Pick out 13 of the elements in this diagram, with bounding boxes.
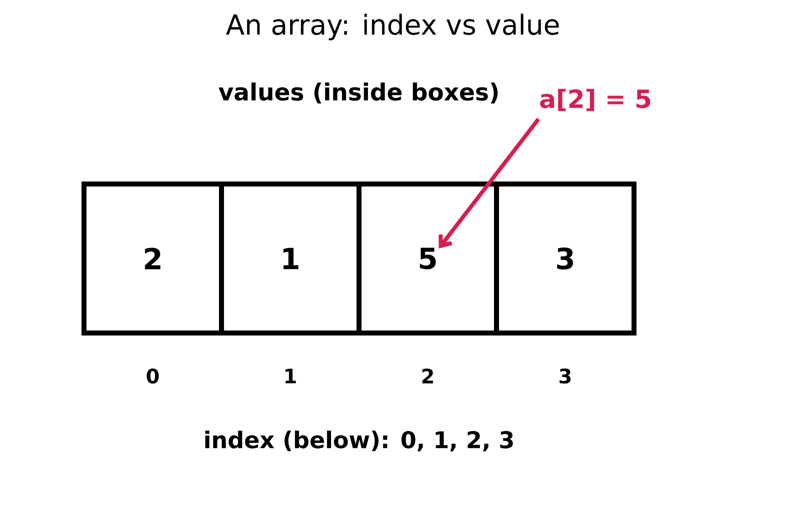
index-label: 2 — [422, 368, 433, 384]
note-text: index (below): 0, 1, 2, 3 — [205, 430, 513, 452]
array-cell: 3 — [494, 182, 636, 336]
array-cell: 5 — [356, 182, 499, 336]
index-label: 1 — [286, 368, 296, 384]
heading: values (inside boxes) — [218, 82, 498, 104]
annotation-label: a[2] = 5 — [540, 88, 650, 112]
array-cell: 1 — [219, 182, 362, 336]
index-label: 0 — [146, 368, 159, 384]
arrow — [438, 118, 540, 248]
array-cell: 2 — [82, 182, 224, 336]
index-label: 3 — [560, 368, 571, 384]
title: An array: index vs value — [226, 14, 559, 40]
